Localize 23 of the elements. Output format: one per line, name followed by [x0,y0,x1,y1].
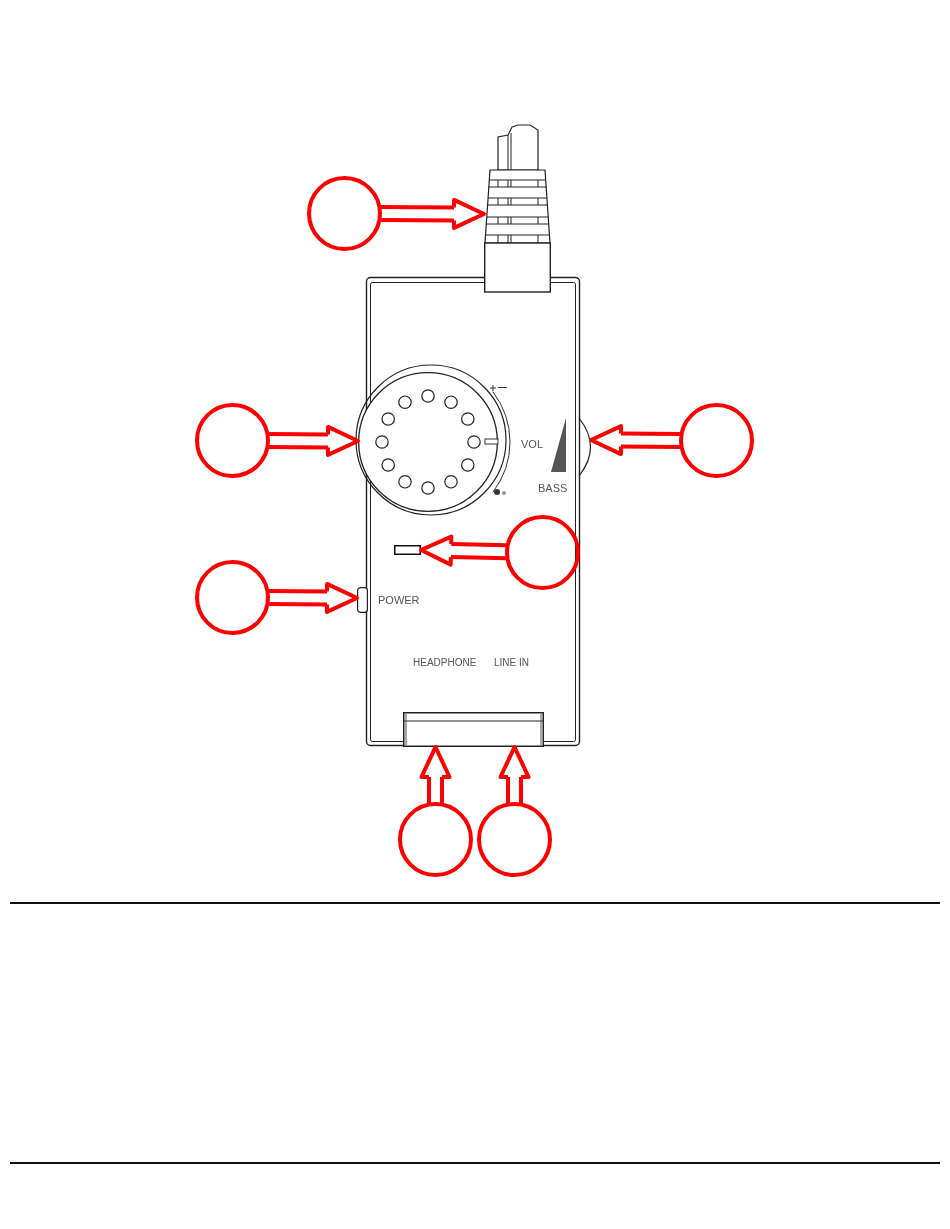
device-label: VOL [521,438,543,450]
arrow [498,745,531,806]
device-label: LINE IN [494,657,529,668]
cable-plug [484,124,552,294]
side-switch [357,587,368,613]
callout-circle [398,802,473,877]
callout-circle [679,403,754,478]
callout-circle [195,560,270,635]
arrow [589,424,683,457]
arrow [419,745,452,806]
led-indicator [394,545,421,555]
callout-circle [195,403,270,478]
device-label: POWER [378,594,420,606]
volume-dial [358,372,498,512]
device-label: HEADPHONE [413,657,477,668]
arrow [266,424,360,457]
callout-circle [505,515,580,590]
callout-circle [477,802,552,877]
callout-circle [307,176,382,251]
device-label: BASS [538,482,568,494]
jack-slot [403,712,544,747]
side-wheel [578,417,592,477]
arrow [266,581,359,614]
